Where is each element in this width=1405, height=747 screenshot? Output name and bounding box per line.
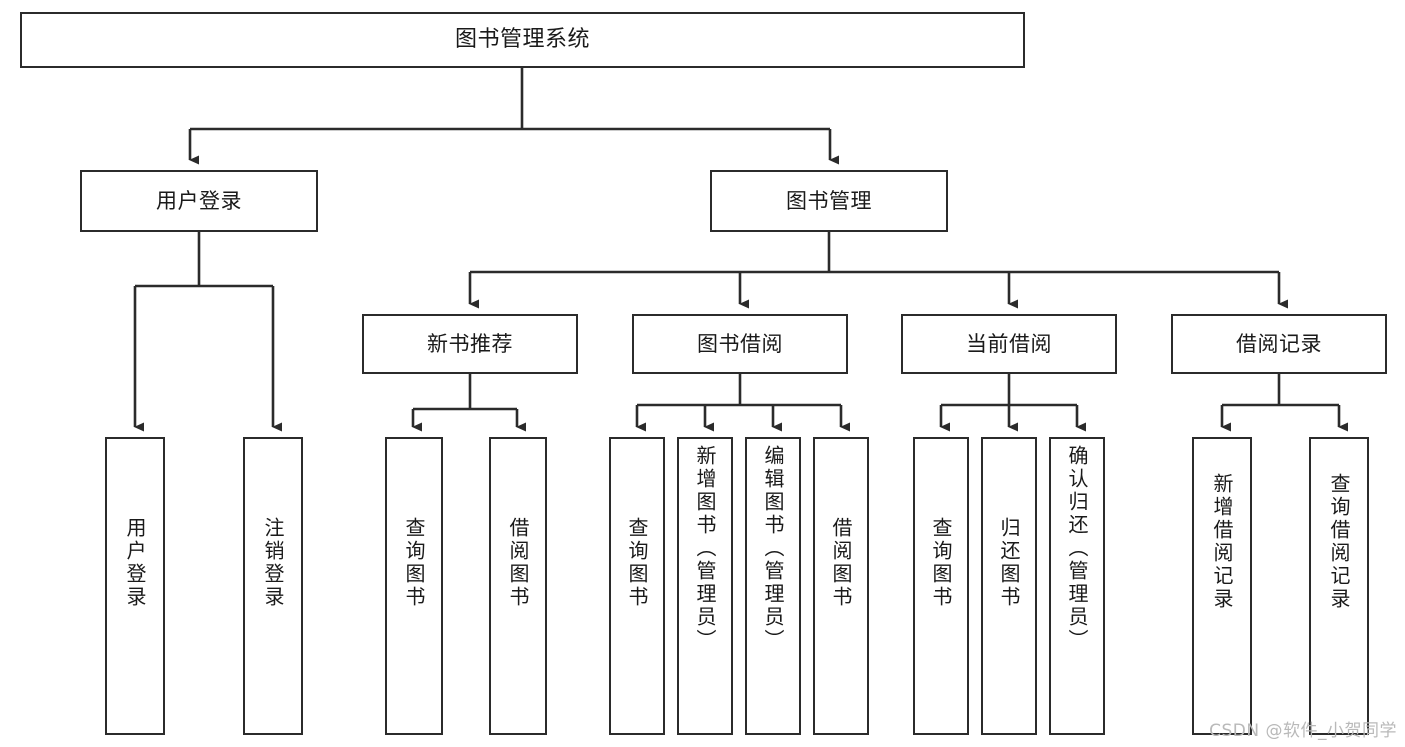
node-leaf-return-book[interactable]: 归还图书: [981, 437, 1037, 735]
node-book-borrow-label: 图书借阅: [697, 331, 783, 356]
node-root-system-label: 图书管理系统: [454, 27, 590, 53]
node-leaf-confirm-return-admin[interactable]: 确认归还（管理员）: [1049, 437, 1105, 735]
node-borrow-record[interactable]: 借阅记录: [1171, 314, 1387, 374]
node-leaf-logout-login-label: 注销登录: [261, 517, 285, 609]
node-leaf-query-borrow-record-label: 查询借阅记录: [1327, 473, 1351, 611]
node-leaf-borrow-book-2-label: 借阅图书: [829, 517, 853, 609]
node-leaf-query-book-2-label: 查询图书: [625, 517, 649, 609]
csdn-watermark: CSDN @软件_小贺同学: [1209, 721, 1397, 741]
node-leaf-query-borrow-record[interactable]: 查询借阅记录: [1309, 437, 1369, 735]
node-leaf-borrow-book-1-label: 借阅图书: [506, 517, 530, 609]
node-user-login-label: 用户登录: [156, 188, 242, 213]
node-leaf-query-book-2[interactable]: 查询图书: [609, 437, 665, 735]
node-leaf-confirm-return-admin-label: 确认归还（管理员）: [1065, 445, 1089, 652]
node-leaf-add-borrow-record[interactable]: 新增借阅记录: [1192, 437, 1252, 735]
node-user-login[interactable]: 用户登录: [80, 170, 318, 232]
node-leaf-add-book-admin-label: 新增图书（管理员）: [693, 445, 717, 652]
node-leaf-user-login-label: 用户登录: [123, 517, 147, 609]
node-leaf-borrow-book-1[interactable]: 借阅图书: [489, 437, 547, 735]
node-book-manage-label: 图书管理: [786, 188, 872, 213]
node-current-borrow-label: 当前借阅: [966, 331, 1052, 356]
node-leaf-return-book-label: 归还图书: [997, 517, 1021, 609]
node-book-manage[interactable]: 图书管理: [710, 170, 948, 232]
node-leaf-borrow-book-2[interactable]: 借阅图书: [813, 437, 869, 735]
node-leaf-edit-book-admin-label: 编辑图书（管理员）: [761, 445, 785, 652]
node-leaf-edit-book-admin[interactable]: 编辑图书（管理员）: [745, 437, 801, 735]
node-leaf-logout-login[interactable]: 注销登录: [243, 437, 303, 735]
node-root-system[interactable]: 图书管理系统: [20, 12, 1025, 68]
node-leaf-query-book-3-label: 查询图书: [929, 517, 953, 609]
node-leaf-query-book-1-label: 查询图书: [402, 517, 426, 609]
node-leaf-query-book-1[interactable]: 查询图书: [385, 437, 443, 735]
node-leaf-query-book-3[interactable]: 查询图书: [913, 437, 969, 735]
node-new-book-recommend-label: 新书推荐: [427, 331, 513, 356]
node-leaf-add-book-admin[interactable]: 新增图书（管理员）: [677, 437, 733, 735]
node-book-borrow[interactable]: 图书借阅: [632, 314, 848, 374]
node-borrow-record-label: 借阅记录: [1236, 331, 1322, 356]
node-new-book-recommend[interactable]: 新书推荐: [362, 314, 578, 374]
node-current-borrow[interactable]: 当前借阅: [901, 314, 1117, 374]
node-leaf-user-login[interactable]: 用户登录: [105, 437, 165, 735]
node-leaf-add-borrow-record-label: 新增借阅记录: [1210, 473, 1234, 611]
